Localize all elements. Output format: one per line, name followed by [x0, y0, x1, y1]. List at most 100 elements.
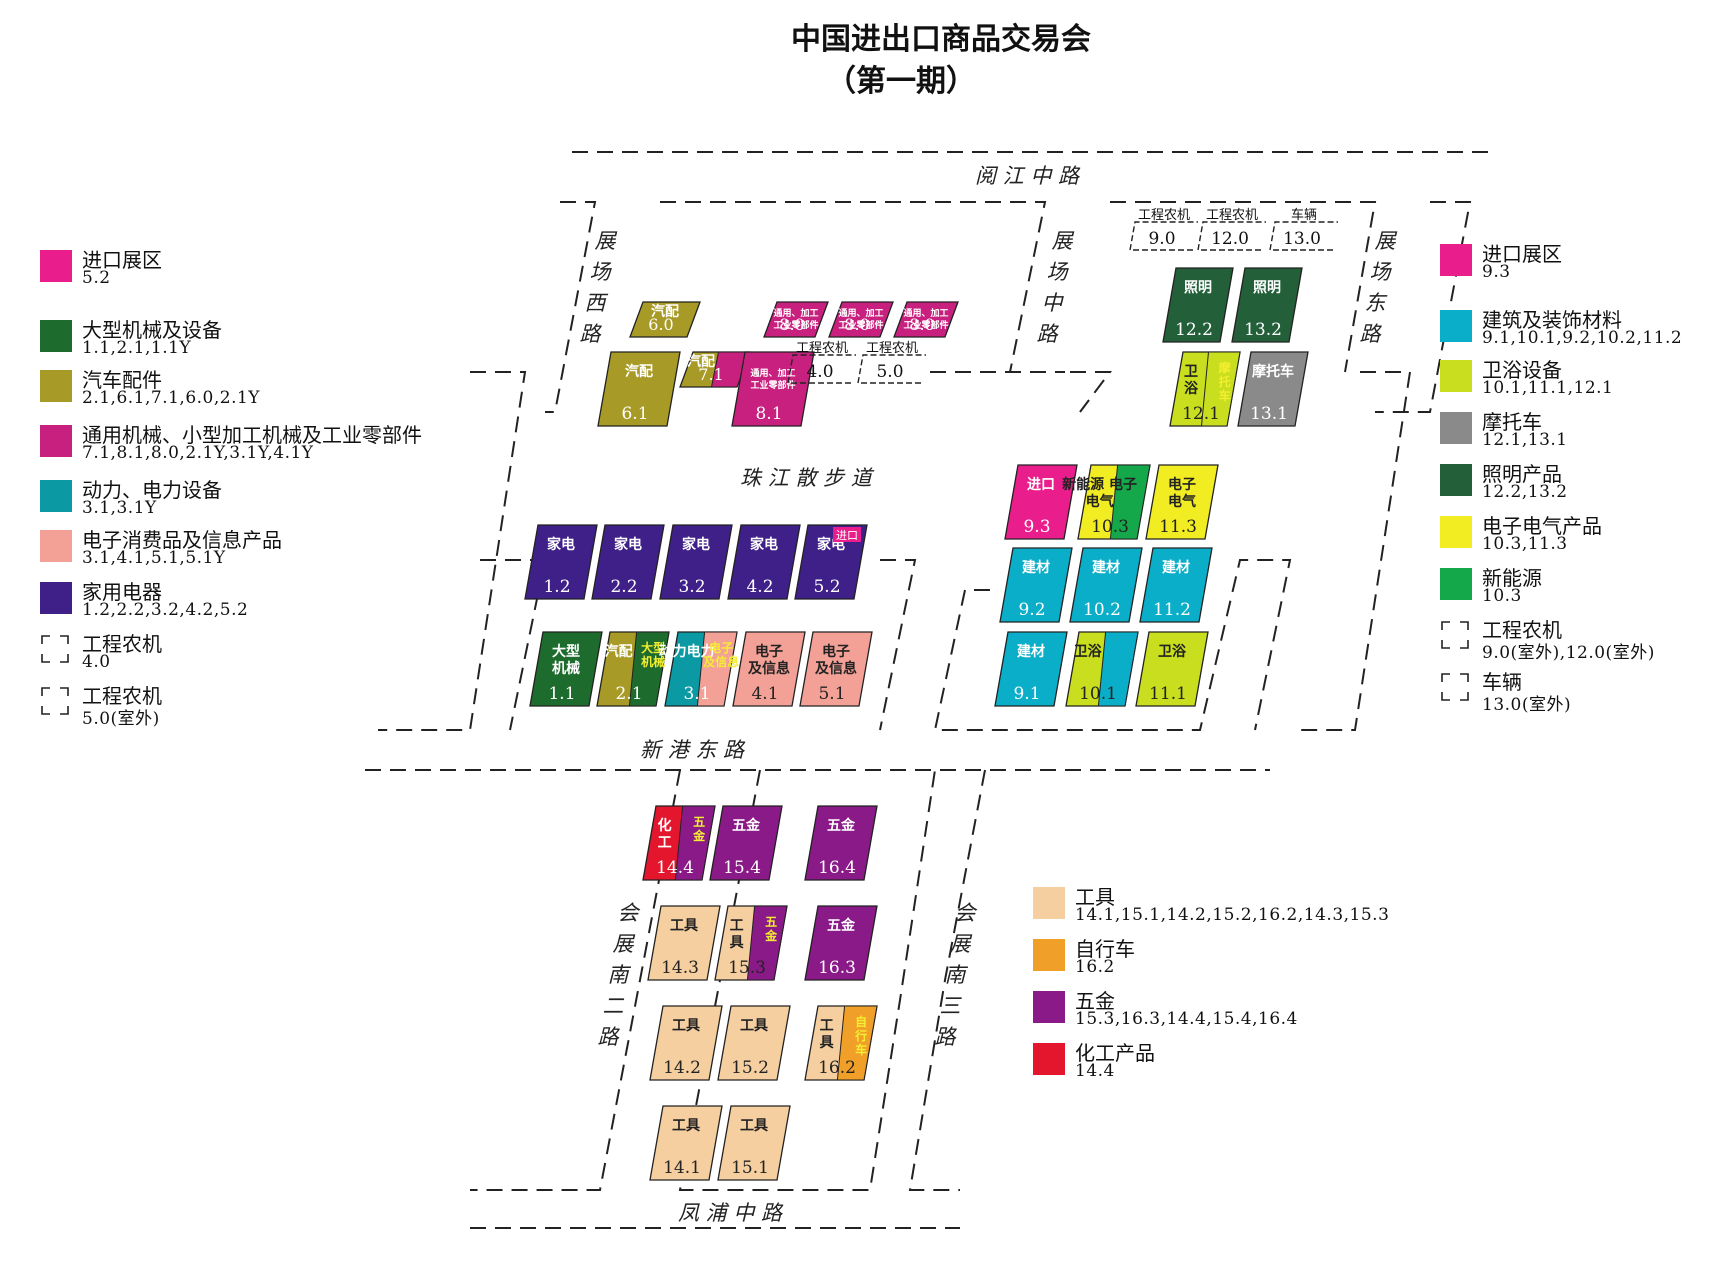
hall-number: 11.1	[1149, 684, 1187, 704]
hall-sublabel: 托	[1219, 374, 1231, 389]
hall-6-1[interactable]: 汽配6.1	[597, 351, 681, 427]
road-char: 三	[940, 994, 963, 1018]
legend-codes: 12.2,13.2	[1482, 482, 1568, 502]
hall-label: 化	[658, 817, 672, 834]
legend-codes: 10.3	[1482, 586, 1522, 606]
outdoor-bracket	[787, 354, 856, 384]
legend-codes: 3.1,3.1Y	[82, 498, 157, 518]
hall-3-2[interactable]: 家电3.2	[659, 524, 733, 600]
hall-shape	[1004, 464, 1078, 540]
color-swatch	[1440, 568, 1472, 600]
hall-4-2[interactable]: 家电4.2	[727, 524, 801, 600]
hall-label: 工具	[672, 1118, 700, 1134]
hall-label: 具	[729, 935, 744, 951]
hall-split-shape	[1200, 351, 1241, 427]
hall-number: 15.3	[728, 958, 766, 978]
hall-label: 电子	[755, 643, 783, 660]
legend-codes: 1.2,2.2,3.2,4.2,5.2	[82, 600, 249, 620]
outdoor-number: 4.0	[806, 362, 833, 382]
color-swatch	[40, 530, 72, 562]
road-fengpu: 凤 浦 中 路	[678, 1201, 784, 1225]
legend-codes: 9.0(室外),12.0(室外)	[1482, 643, 1655, 663]
hall-9-2[interactable]: 建材9.2	[999, 547, 1073, 623]
hall-label: 工业零部件	[903, 319, 948, 331]
legend-codes: 16.2	[1075, 957, 1115, 977]
hall-9-1[interactable]: 建材9.1	[994, 631, 1068, 707]
hall-9-3[interactable]: 进口9.3	[1004, 464, 1078, 540]
hall-6-0[interactable]: 汽配6.0	[629, 301, 701, 338]
legend-name: 建筑及装饰材料	[1482, 308, 1622, 332]
hall-shape	[794, 524, 868, 600]
hall-label: 建材	[1162, 559, 1190, 576]
hall-label: 汽配	[625, 363, 653, 380]
outdoor-label: 工程农机	[1138, 208, 1190, 223]
hall-shape	[1069, 547, 1143, 623]
hall-number: 10.3	[1091, 517, 1129, 537]
hall-number: 16.4	[818, 858, 856, 878]
legend-codes: 5.0(室外)	[82, 709, 160, 729]
hall-label: 五金	[732, 817, 761, 834]
hall-label: 通用、加工	[903, 307, 948, 319]
hall-label: 浴	[1184, 380, 1199, 397]
outdoor-number: 12.0	[1211, 229, 1249, 249]
hall-label: 工	[820, 1018, 834, 1034]
legend-name: 照明产品	[1482, 462, 1562, 486]
hall-sublabel: 机械	[641, 654, 665, 669]
hall-label: 电子	[822, 643, 850, 660]
legend-codes: 9.1,10.1,9.2,10.2,11.2	[1482, 328, 1683, 348]
hall-label: 机械	[552, 660, 580, 677]
hall-7-1[interactable]: 汽配7.1	[679, 351, 751, 388]
hall-2-2[interactable]: 家电2.2	[591, 524, 665, 600]
road-north: 阅 江 中 路	[975, 164, 1081, 188]
legend-codes: 15.3,16.3,14.4,15.4,16.4	[1075, 1009, 1298, 1029]
legend-codes: 5.2	[82, 268, 111, 288]
hall-sublabel: 车	[855, 1042, 867, 1057]
hall-1-2[interactable]: 家电1.2	[524, 524, 598, 600]
hall-label: 家电	[750, 536, 778, 553]
road-char: 南	[608, 963, 632, 987]
hall-shape	[763, 301, 829, 338]
hall-split-shape	[746, 905, 788, 981]
color-swatch	[1440, 516, 1472, 548]
hall-2-1[interactable]: 汽配大型机械2.1	[596, 631, 670, 707]
hall-label: 家电	[614, 536, 642, 553]
hall-label: 卫浴	[1074, 643, 1103, 660]
hall-label: 摩托车	[1252, 363, 1294, 380]
hall-number: 11.3	[1159, 517, 1197, 537]
